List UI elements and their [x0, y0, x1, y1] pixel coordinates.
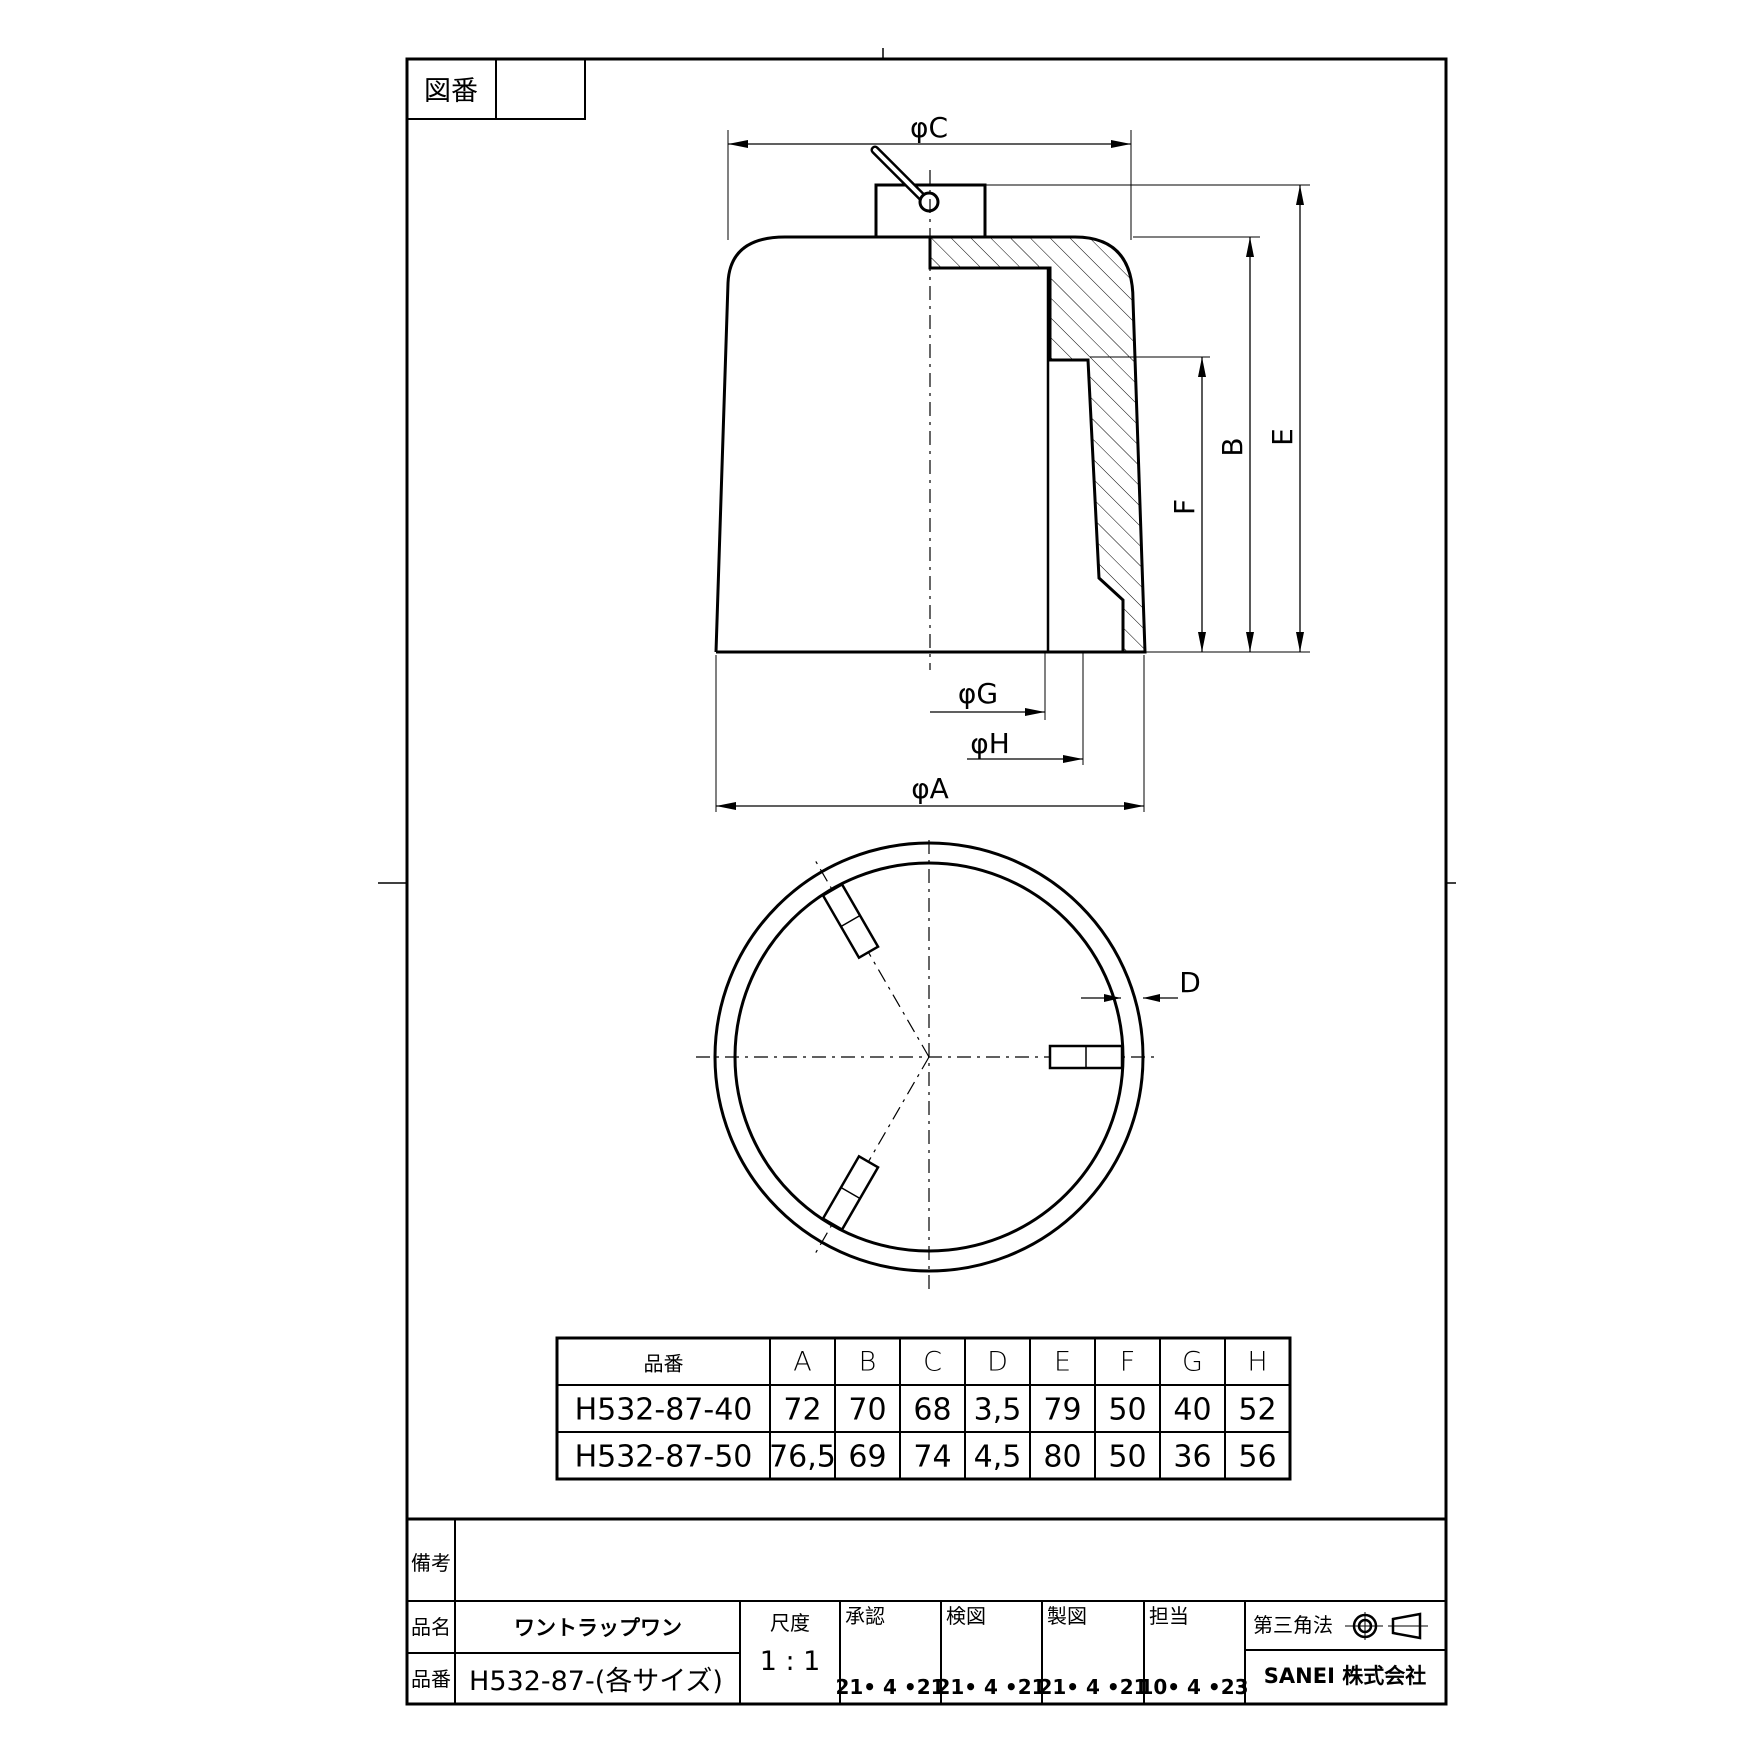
drawing-number-box: 図番: [406, 58, 586, 120]
size-table-cell: 70: [848, 1393, 886, 1428]
projection-label: 第三角法: [1253, 1613, 1333, 1637]
rib-right: [1048, 1044, 1124, 1070]
size-table-cell: 72: [783, 1393, 821, 1428]
dimension-f-label: F: [1168, 499, 1201, 515]
dimension-h-label: φH: [970, 727, 1010, 760]
scale-label: 尺度: [770, 1611, 810, 1635]
checked-date: 21• 4 •21: [936, 1675, 1045, 1699]
size-table-cell: 80: [1043, 1440, 1081, 1475]
size-table-header-cell: B: [859, 1347, 877, 1378]
size-table-cell: 69: [848, 1440, 886, 1475]
size-table-header-cell: 品番: [644, 1352, 684, 1376]
dimension-b-label: B: [1216, 437, 1249, 456]
drawn-date: 21• 4 •21: [1038, 1675, 1147, 1699]
drawn-label: 製図: [1047, 1604, 1087, 1628]
charge-date: 10• 4 •23: [1139, 1675, 1248, 1699]
size-table-cell: 3,5: [974, 1393, 1022, 1428]
size-table-cell: H532-87-50: [575, 1440, 753, 1475]
size-table-cell: 36: [1173, 1440, 1211, 1475]
dimension-g: φG: [930, 652, 1046, 720]
dimension-e-label: E: [1266, 428, 1299, 446]
size-table-header-cell: G: [1182, 1347, 1203, 1378]
dimension-c-label: φC: [910, 111, 948, 144]
size-table-header-cell: C: [923, 1347, 942, 1378]
dimension-d-label: D: [1179, 966, 1201, 999]
size-table-cell: 50: [1108, 1393, 1146, 1428]
scale-value: 1 : 1: [760, 1646, 821, 1677]
approved-label: 承認: [845, 1604, 885, 1628]
size-table-header-cell: F: [1120, 1347, 1136, 1378]
size-table-cell: H532-87-40: [575, 1393, 753, 1428]
size-table-header-cell: H: [1247, 1347, 1267, 1378]
dimension-h: φH: [967, 652, 1084, 765]
dimension-f: F: [1090, 356, 1210, 652]
company-name: SANEI 株式会社: [1264, 1664, 1426, 1688]
part-label: 品番: [411, 1667, 451, 1691]
dimension-d: D: [1081, 966, 1201, 1002]
size-table-cell: 50: [1108, 1440, 1146, 1475]
charge-label: 担当: [1149, 1604, 1189, 1628]
top-view: D: [696, 840, 1201, 1295]
size-table-header-cell: A: [793, 1347, 811, 1378]
name-value: ワントラップワン: [514, 1616, 682, 1640]
size-table-header-cell: E: [1054, 1347, 1071, 1378]
handle-ring: [918, 191, 940, 213]
size-table-cell: 68: [913, 1393, 951, 1428]
drawing-number-label: 図番: [424, 76, 478, 107]
sheet-border: [405, 57, 1448, 1706]
dimension-g-label: φG: [958, 677, 998, 710]
rib-lower-left: [821, 1154, 880, 1232]
dimension-a: φA: [715, 655, 1145, 812]
name-label: 品名: [411, 1615, 451, 1639]
size-table-border: [555, 1336, 1292, 1481]
size-table-cell: 40: [1173, 1393, 1211, 1428]
approved-date: 21• 4 •21: [835, 1675, 944, 1699]
size-table-header-cell: D: [987, 1347, 1008, 1378]
rib-upper-left: [821, 882, 880, 960]
size-table-cell: 4,5: [974, 1440, 1022, 1475]
dimension-b: B: [1133, 236, 1260, 652]
checked-label: 検図: [946, 1604, 986, 1628]
body-outline-left: [714, 235, 930, 653]
section-cut: [928, 235, 1147, 654]
size-table: 品番 A B C D E F G H H532-87-40 72 70 68 3,5 79 50 40 52H53…: [555, 1336, 1292, 1481]
remarks-label: 備考: [411, 1551, 451, 1575]
size-table-cell: 79: [1043, 1393, 1081, 1428]
title-block: 備考 品名 ワントラップワン 品番 H532-87-(各サイズ) 尺度 1 : …: [407, 1517, 1446, 1704]
dimension-a-label: φA: [911, 772, 949, 805]
dimension-e: E: [985, 184, 1310, 653]
front-view: [714, 145, 1147, 670]
third-angle-projection-icon: [1345, 1612, 1428, 1640]
part-value: H532-87-(各サイズ): [469, 1666, 723, 1697]
size-table-cell: 56: [1238, 1440, 1276, 1475]
size-table-cell: 52: [1238, 1393, 1276, 1428]
size-table-cell: 76,5: [769, 1440, 836, 1475]
size-table-cell: 74: [913, 1440, 951, 1475]
